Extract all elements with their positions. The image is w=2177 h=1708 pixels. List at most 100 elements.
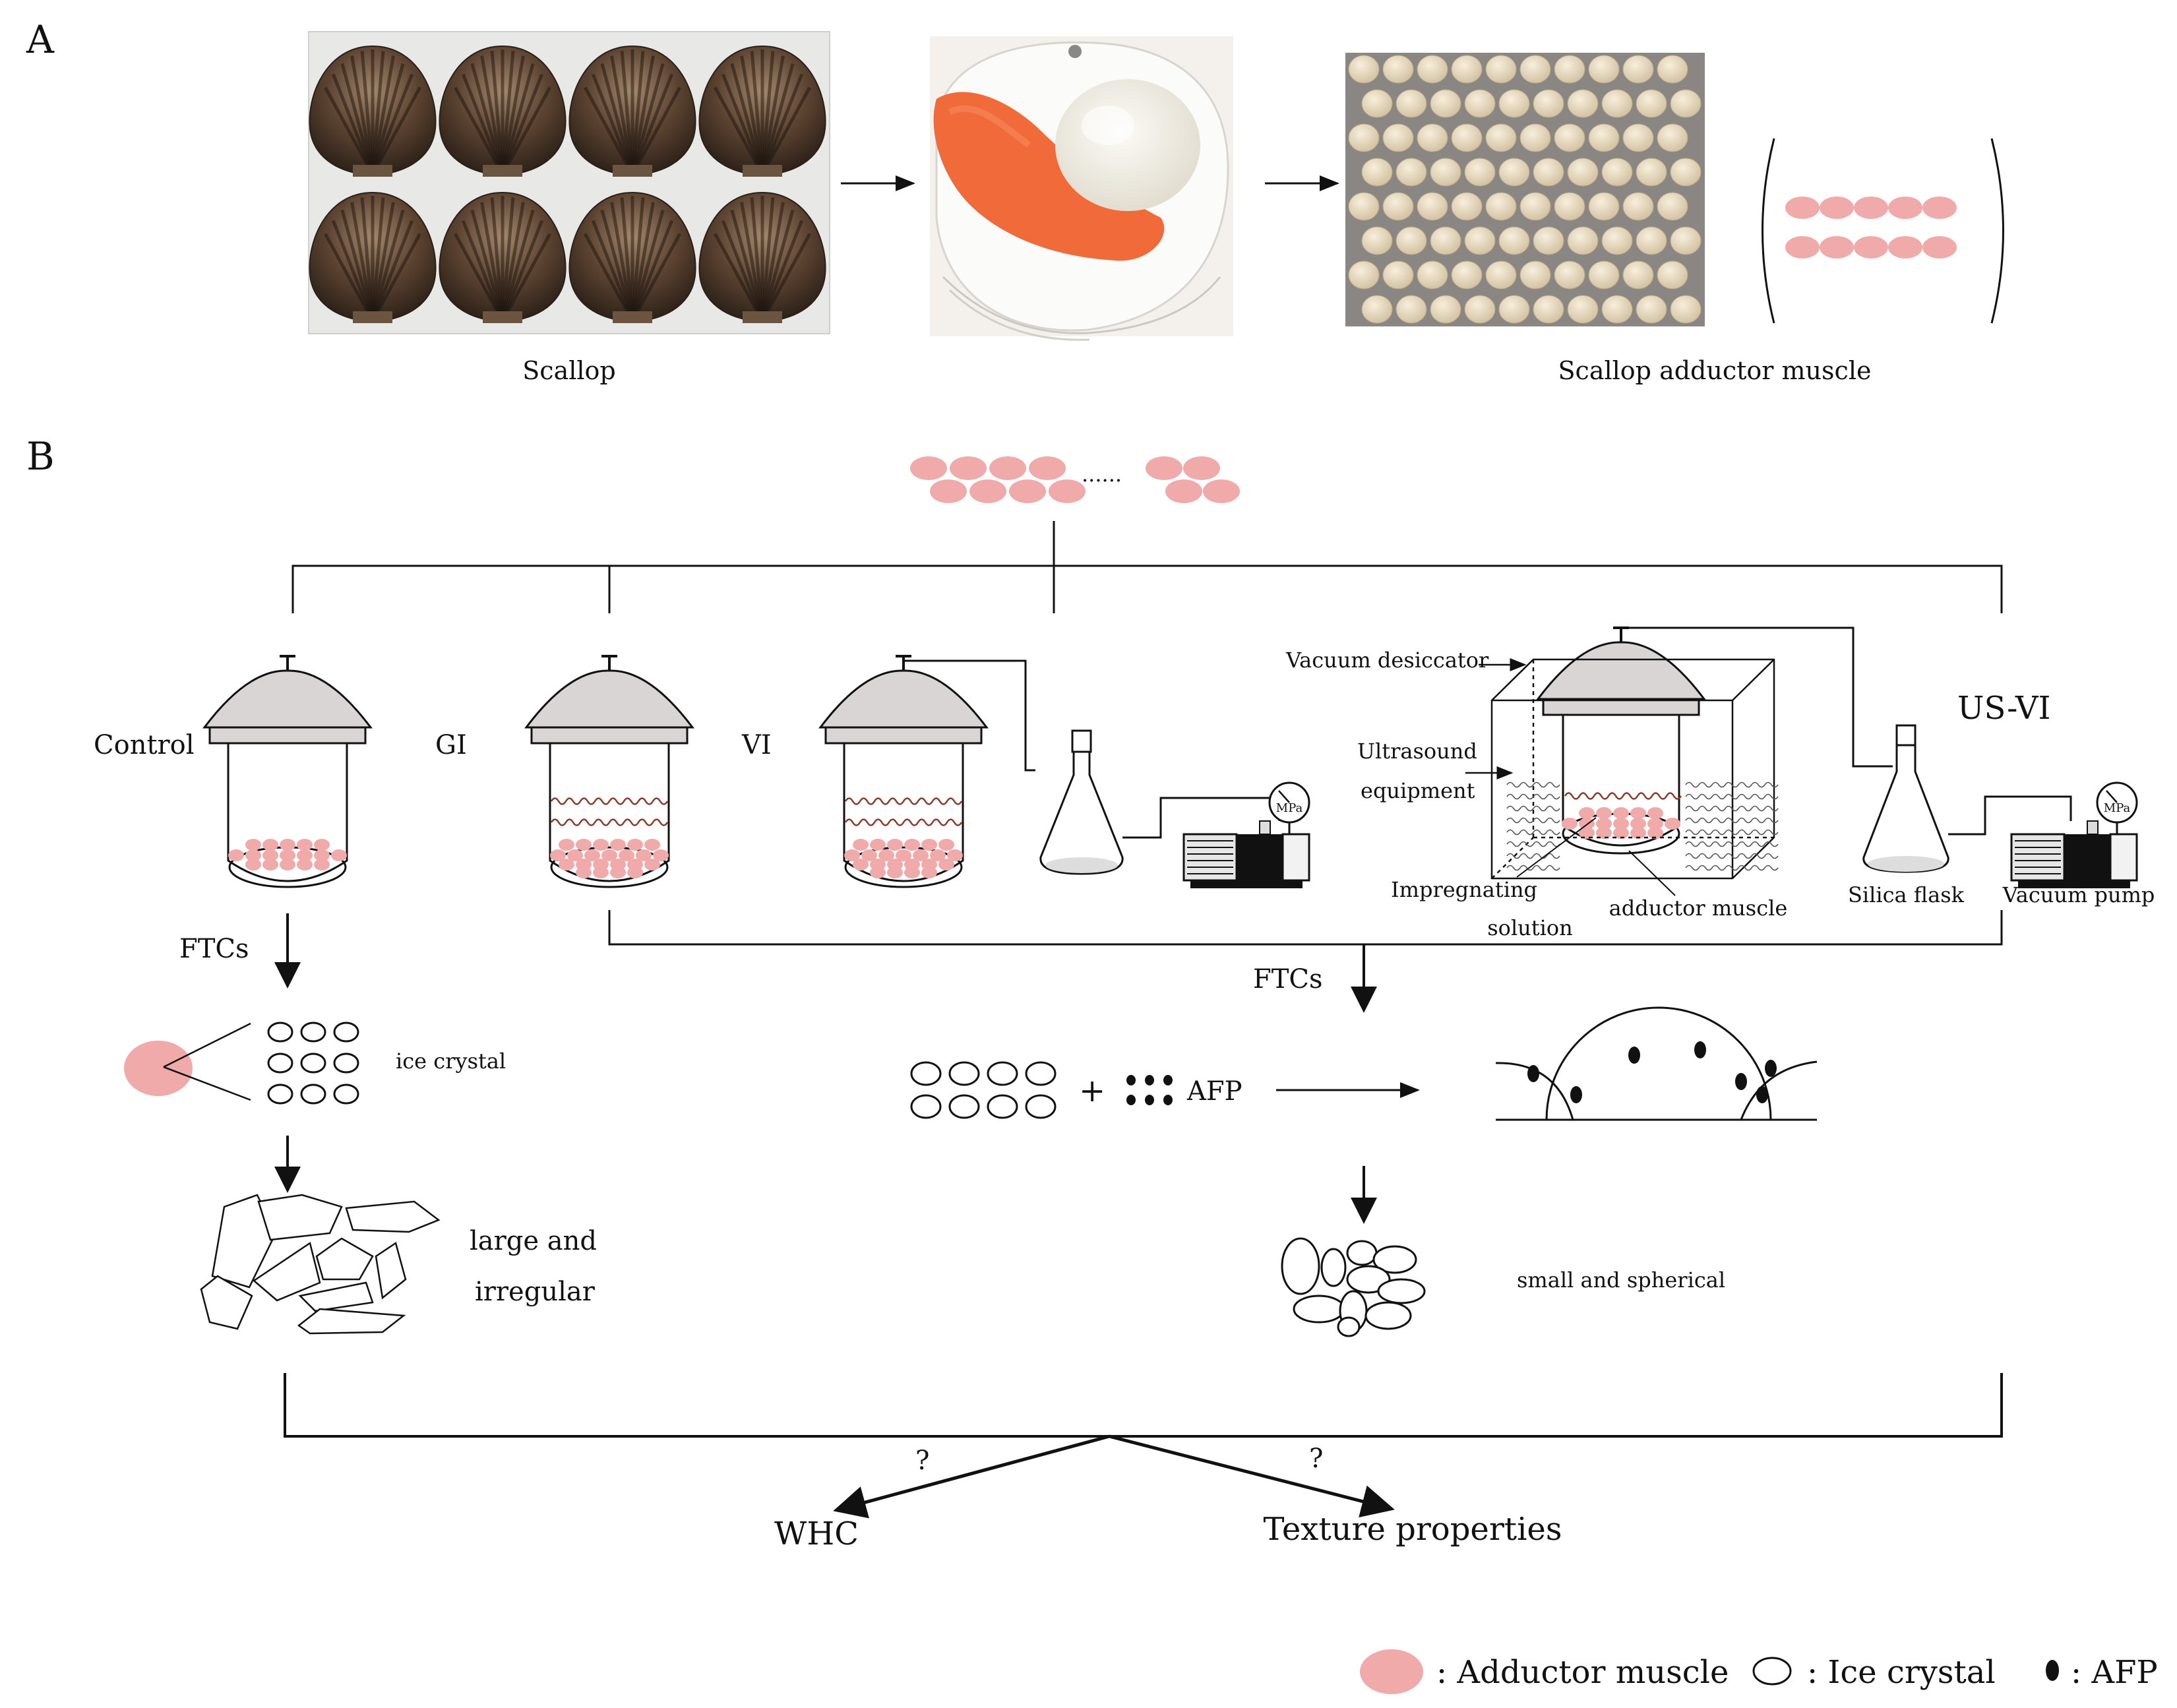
afp-dot [1163,1075,1173,1085]
ice-crystal [987,1061,1018,1086]
afp-dot [1126,1075,1136,1085]
muscle-icon [1183,456,1220,480]
afp-dot [1145,1095,1154,1105]
label-ultrasound-line2: equipment [1361,778,1475,803]
ice-crystal [267,1083,293,1105]
impregnation-merge-lines [608,910,2003,946]
muscle-icon [1203,479,1240,503]
us-vi-vacuum-setup [1621,626,2072,873]
muscle-icon [969,479,1006,503]
scallop-shell [439,191,567,323]
question-mark-right: ? [1309,1444,1323,1474]
small-spherical-crystals [1281,1237,1426,1337]
ice-crystal [300,1052,326,1074]
scallop-shell [439,45,567,177]
ice-crystal [987,1094,1018,1119]
scallop-shell [698,191,826,323]
caption-scallop: Scallop [522,356,615,385]
scallop-shell [309,45,437,177]
label-vacuum-desiccator: Vacuum desiccator [1285,648,1489,673]
plus-sign: + [1079,1072,1105,1109]
bracketed-muscle-icons [1762,138,2004,324]
adductor-muscles-photo [1345,53,1705,326]
panel-a-label: A [26,17,55,62]
ultrasound-waves [1506,781,1779,871]
muscle-icon [1049,479,1086,503]
desiccator [202,655,373,888]
label-ftcs-left: FTCs [179,934,249,964]
muscle-icon [910,456,947,480]
pointer-impregnating [1516,817,1597,878]
label-adductor-muscle: adductor muscle [1609,896,1788,921]
scallop-shell [309,191,437,323]
group-label-us-vi: US-VI [1957,690,2050,727]
ellipsis-dots: ...... [1082,462,1122,487]
ice-crystal [948,1061,980,1086]
afp-dot [1163,1095,1173,1105]
outcome-merge-lines [284,1373,2003,1438]
question-mark-left: ? [915,1446,929,1476]
group-label-vi: VI [741,730,772,760]
panel-b-label: B [26,434,55,479]
label-large-line1: large and [470,1226,597,1256]
scallop-shell [568,45,696,177]
afp-dot [1145,1075,1154,1085]
legend-adductor-label: : Adductor muscle [1436,1654,1729,1691]
muscle-icon [1888,236,1922,259]
desiccator [524,655,695,888]
afp-dots [1126,1075,1173,1105]
label-ultrasound-line1: Ultrasound [1357,739,1477,764]
ultrasound-tank [1490,658,1775,880]
muscle-icon [1820,197,1854,219]
muscle-icon [1888,197,1922,219]
legend-ice-label: : Ice crystal [1807,1654,1996,1691]
ice-crystal [300,1083,326,1105]
legend-afp-swatch [2046,1660,2059,1681]
arrow-to-texture [1109,1434,1395,1518]
afp-dot [1126,1095,1136,1105]
muscle-icon [950,456,987,480]
label-vacuum-pump: Vacuum pump [2002,882,2155,907]
sample-muscle-row [910,456,1240,503]
opened-scallop-photo [930,36,1233,341]
label-silica-flask: Silica flask [1848,882,1965,907]
ice-crystal [1025,1094,1057,1119]
gauge-unit-label: MPa [1276,801,1303,815]
muscle-icon [1922,236,1957,259]
muscle-icon [1820,236,1854,259]
ice-crystal [300,1022,326,1043]
ice-crystal [333,1083,359,1105]
arrow-to-whc [833,1434,1110,1519]
ice-crystal [948,1094,980,1119]
distribution-lines [291,521,2003,613]
label-ice-crystal: ice crystal [396,1049,506,1074]
muscle-icon [1029,456,1066,480]
label-small-spherical: small and spherical [1517,1267,1725,1293]
control-ice-crystals [124,1022,359,1105]
muscle-icon [930,479,967,503]
us-vi-desiccator [1535,626,1707,855]
desiccator [818,655,989,888]
ice-crystal [1025,1061,1057,1086]
legend-ice-swatch [1752,1657,1792,1686]
scallop-shell [698,45,826,177]
group-label-gi: GI [435,730,467,760]
ice-crystal [267,1052,293,1074]
label-ftcs-right: FTCs [1253,964,1323,994]
pointer-adductor [1628,850,1676,896]
vi-vacuum-setup [904,659,1281,875]
scallop-shell [568,191,696,323]
caption-scallop-adductor-muscle: Scallop adductor muscle [1558,356,1872,385]
gauge-unit-label: MPa [2104,801,2131,815]
label-impregnating-line1: Impregnating [1391,877,1537,902]
right-ice-crystals [910,1061,1057,1119]
legend: : Adductor muscle : Ice crystal : AFP [1360,1649,2158,1694]
ice-crystal [333,1022,359,1043]
legend-afp-label: : AFP [2071,1654,2158,1691]
label-afp: AFP [1186,1076,1242,1107]
ice-crystal [910,1061,942,1086]
muscle-icon [1785,197,1820,219]
muscle-icon [1165,479,1202,503]
muscle-icon [1785,236,1820,259]
